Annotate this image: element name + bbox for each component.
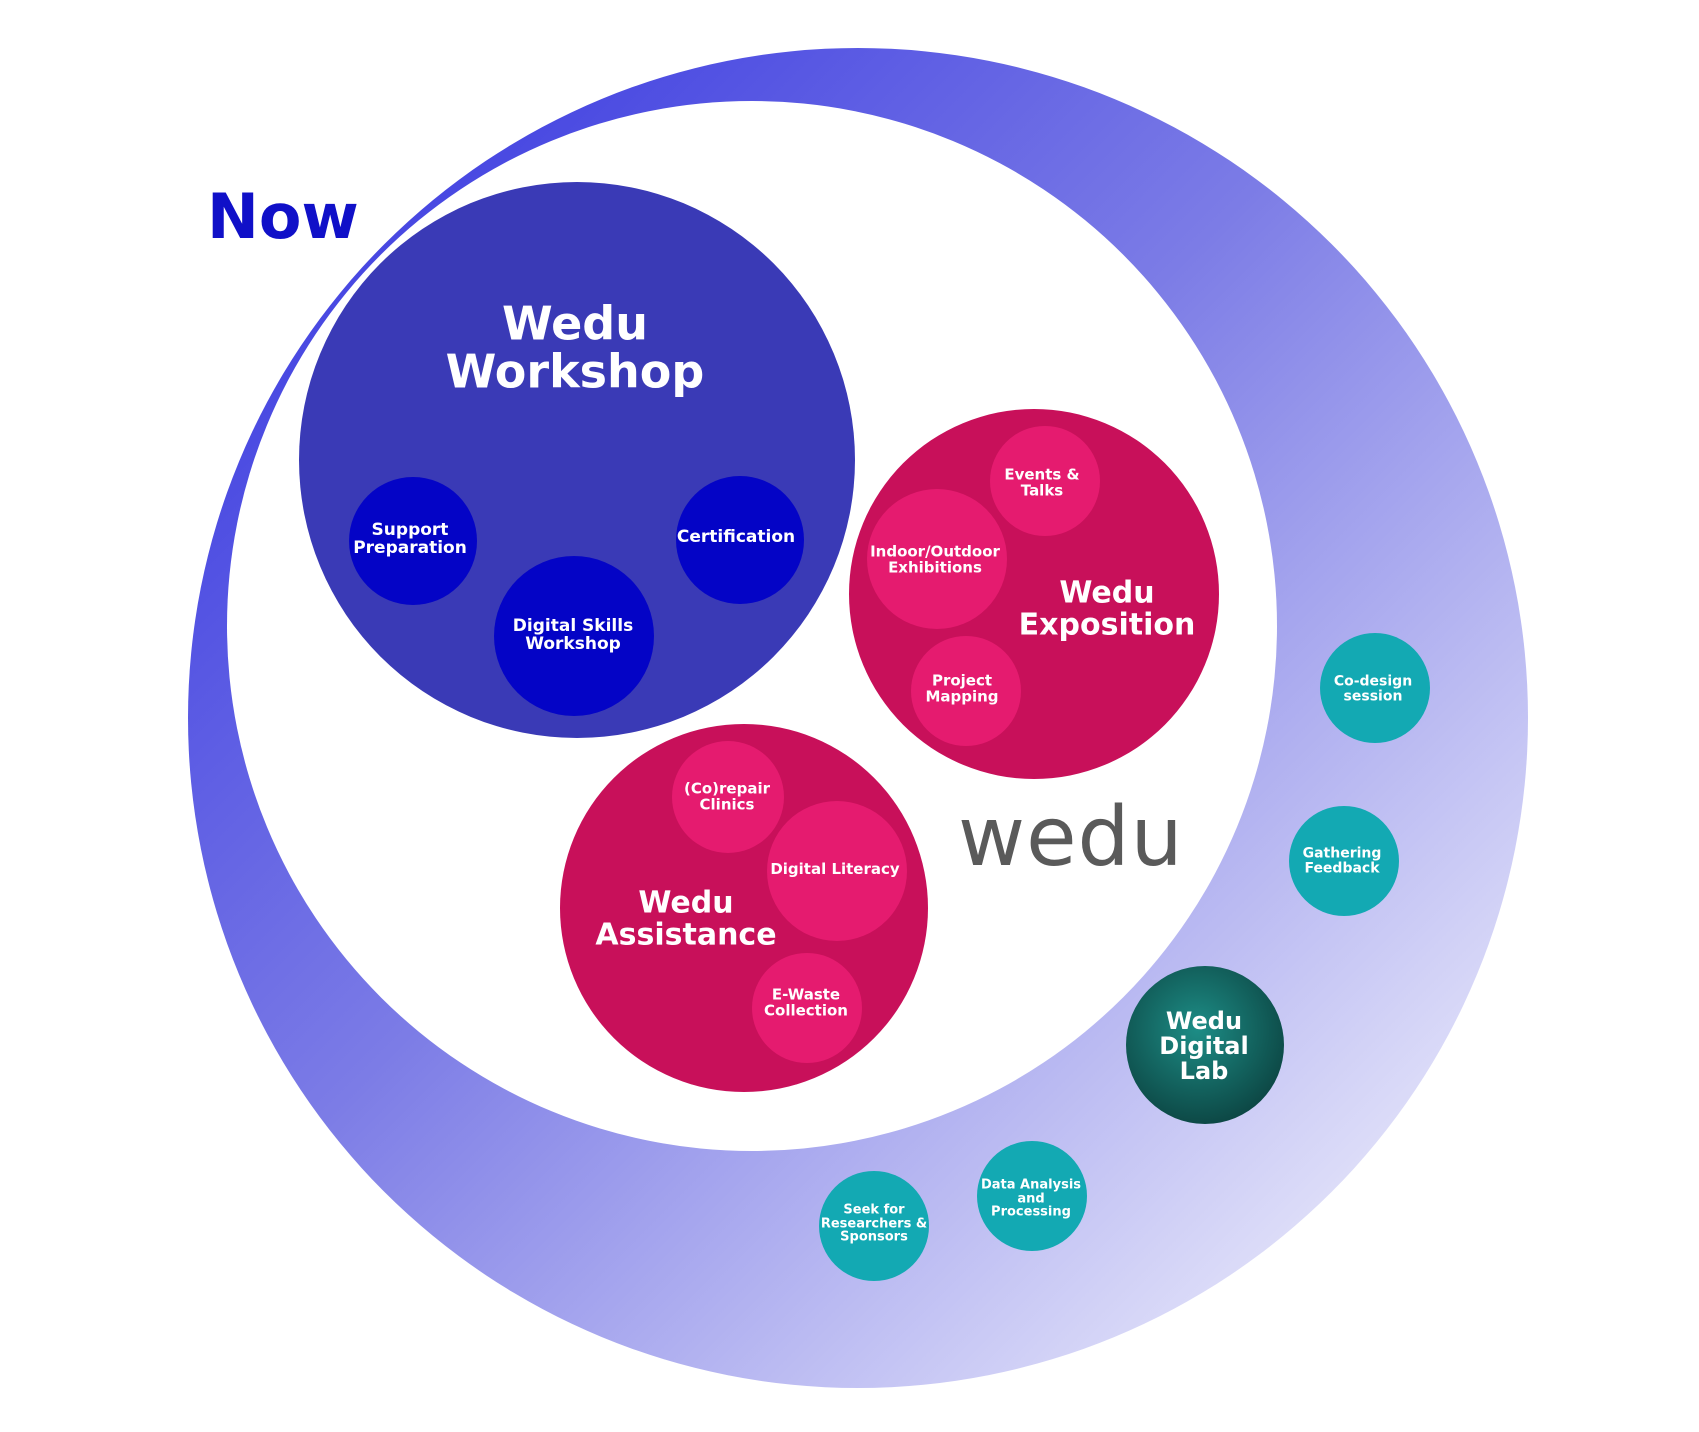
digital-lab-title: Wedu Digital Lab (1159, 1007, 1249, 1086)
exposition-item-events-talks-label: Events & Talks (1004, 465, 1080, 499)
assistance-title: Wedu Assistance (595, 885, 777, 952)
assistance-item-digital-literacy[interactable] (767, 801, 907, 941)
lab-item-codesign[interactable] (1320, 633, 1430, 743)
workshop-item-digital-skills[interactable] (494, 556, 654, 716)
exposition-item-project-mapping[interactable] (911, 636, 1021, 746)
workshop-item-digital-skills-label: Digital Skills Workshop (512, 616, 634, 654)
now-label: Now (207, 180, 359, 253)
assistance-item-ewaste-label: E-Waste Collection (764, 985, 848, 1019)
exposition-item-events-talks[interactable] (990, 426, 1100, 536)
wedu-logo: wedu (958, 790, 1184, 885)
lab-item-seek-researchers-label: Seek for Researchers & Sponsors (820, 1202, 928, 1245)
assistance-item-corepair[interactable] (672, 741, 784, 853)
lab-item-seek-researchers[interactable] (819, 1171, 929, 1281)
lab-item-data-analysis[interactable] (977, 1141, 1087, 1251)
assistance-item-ewaste[interactable] (752, 953, 862, 1063)
lab-item-gathering-feedback[interactable] (1289, 806, 1399, 916)
lab-item-gathering-feedback-label: Gathering Feedback (1302, 845, 1382, 876)
workshop-item-support-preparation[interactable] (349, 477, 477, 605)
workshop-item-certification[interactable] (676, 476, 804, 604)
workshop-title: Wedu Workshop (445, 296, 705, 399)
exposition-item-exhibitions[interactable] (867, 489, 1007, 629)
assistance-item-digital-literacy-label: Digital Literacy (770, 860, 900, 879)
exposition-item-project-mapping-label: Project Mapping (925, 671, 999, 705)
lab-item-codesign-label: Co-design session (1333, 673, 1413, 704)
digital-lab-circle[interactable] (1126, 966, 1284, 1124)
lab-item-data-analysis-label: Data Analysis and Processing (980, 1177, 1082, 1220)
workshop-item-certification-label: Certification (676, 527, 796, 548)
exposition-item-exhibitions-label: Indoor/Outdoor Exhibitions (870, 542, 1000, 576)
workshop-item-support-preparation-label: Support Preparation (353, 520, 467, 558)
exposition-title: Wedu Exposition (1018, 575, 1196, 642)
assistance-item-corepair-label: (Co)repair Clinics (684, 779, 770, 813)
